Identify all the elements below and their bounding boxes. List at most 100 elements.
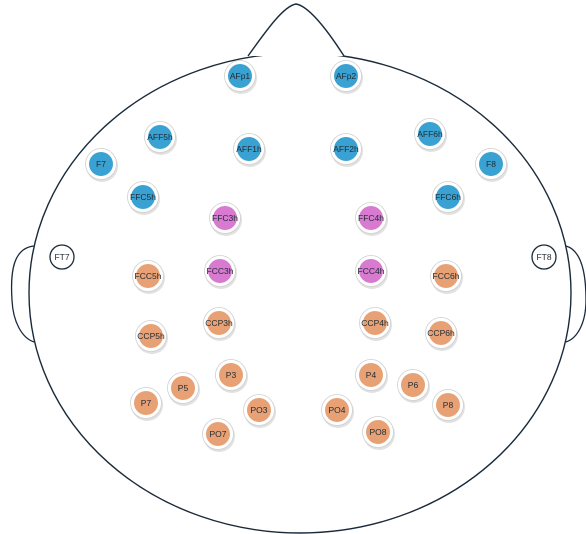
electrode-label: CCP5h	[137, 331, 165, 341]
electrode-p5: P5	[167, 372, 200, 406]
electrode-aff5h: AFF5h	[144, 121, 177, 155]
electrode-marker	[325, 398, 349, 422]
electrode-marker	[208, 259, 232, 283]
electrode-ccp6h: CCP6h	[425, 317, 458, 351]
electrode-marker	[334, 64, 358, 88]
electrode-afp2: AFp2	[330, 60, 363, 94]
electrode-marker	[228, 64, 252, 88]
electrode-marker	[171, 376, 195, 400]
electrode-label: F7	[96, 159, 106, 169]
electrode-fcc5h: FCC5h	[132, 260, 165, 294]
electrode-label: P4	[366, 370, 377, 380]
electrode-p6: P6	[397, 369, 430, 403]
electrode-marker	[479, 152, 503, 176]
electrode-marker	[366, 420, 390, 444]
electrode-marker	[219, 363, 243, 387]
electrode-label: FFC6h	[435, 192, 461, 202]
left-ear	[10, 245, 35, 343]
electrode-label: P5	[178, 383, 189, 393]
electrode-ffc3h: FFC3h	[209, 202, 242, 236]
nose	[247, 3, 345, 57]
electrode-p3: P3	[215, 359, 248, 393]
electrode-label: PO8	[369, 427, 386, 437]
electrode-label: P6	[408, 380, 419, 390]
electrode-fcc6h: FCC6h	[430, 260, 463, 294]
electrode-ccp4h: CCP4h	[359, 307, 392, 341]
electrode-label: P3	[226, 370, 237, 380]
electrode-label: FFC5h	[130, 192, 156, 202]
electrode-label: AFF1h	[236, 144, 262, 154]
electrode-marker	[247, 398, 271, 422]
electrode-label: CCP6h	[427, 328, 455, 338]
electrode-f7: F7	[85, 148, 118, 182]
electrode-marker	[49, 244, 75, 270]
electrode-aff2h: AFF2h	[330, 133, 363, 167]
electrode-marker	[359, 206, 383, 230]
electrode-label: FCC4h	[358, 266, 385, 276]
electrode-marker	[436, 185, 460, 209]
electrode-label: PO4	[328, 405, 345, 415]
electrode-marker	[148, 125, 172, 149]
electrode-label: FFC3h	[212, 213, 238, 223]
electrode-marker	[359, 259, 383, 283]
head-outline	[28, 52, 572, 534]
electrode-marker	[434, 264, 458, 288]
electrode-po7: PO7	[202, 418, 235, 452]
electrode-marker	[89, 152, 113, 176]
electrode-ffc4h: FFC4h	[355, 202, 388, 236]
electrode-po8: PO8	[362, 416, 395, 450]
electrode-po4: PO4	[321, 394, 354, 428]
electrode-marker	[401, 373, 425, 397]
electrode-label: AFp2	[336, 71, 357, 81]
electrode-marker	[213, 206, 237, 230]
electrode-ffc5h: FFC5h	[127, 181, 160, 215]
electrode-label: PO7	[209, 429, 226, 439]
electrode-label: P7	[141, 398, 152, 408]
electrode-p7: P7	[130, 387, 163, 421]
electrode-label: FCC3h	[207, 266, 234, 276]
electrode-label: PO3	[250, 405, 267, 415]
electrode-label: FFC4h	[358, 213, 384, 223]
electrode-marker	[363, 311, 387, 335]
electrode-label: FCC5h	[135, 271, 162, 281]
electrode-label: P8	[443, 400, 454, 410]
electrode-marker	[136, 264, 160, 288]
electrode-label: AFF5h	[147, 132, 173, 142]
electrode-marker	[134, 391, 158, 415]
electrode-label: FCC6h	[433, 271, 460, 281]
electrode-label: CCP4h	[361, 318, 389, 328]
electrode-po3: PO3	[243, 394, 276, 428]
electrode-ccp5h: CCP5h	[135, 320, 168, 354]
electrode-aff1h: AFF1h	[233, 133, 266, 167]
electrode-p8: P8	[432, 389, 465, 423]
electrode-label: F8	[486, 159, 496, 169]
electrode-label: AFF6h	[417, 129, 443, 139]
electrode-label: FT8	[536, 252, 551, 262]
electrode-label: AFp1	[230, 71, 251, 81]
electrode-marker	[418, 122, 442, 146]
electrode-ft8: FT8	[531, 244, 557, 270]
electrode-marker	[334, 137, 358, 161]
electrode-f8: F8	[475, 148, 508, 182]
electrode-p4: P4	[355, 359, 388, 393]
electrode-marker	[429, 321, 453, 345]
electrode-marker	[237, 137, 261, 161]
electrode-marker	[359, 363, 383, 387]
electrode-fcc4h: FCC4h	[355, 255, 388, 289]
electrode-fcc3h: FCC3h	[204, 255, 237, 289]
electrode-ffc6h: FFC6h	[432, 181, 465, 215]
electrode-aff6h: AFF6h	[414, 118, 447, 152]
electrode-label: CCP3h	[205, 318, 233, 328]
electrode-marker	[139, 324, 163, 348]
electrode-marker	[206, 422, 230, 446]
electrode-marker	[531, 244, 557, 270]
electrode-ft7: FT7	[49, 244, 75, 270]
electrode-marker	[207, 311, 231, 335]
electrode-marker	[131, 185, 155, 209]
electrode-afp1: AFp1	[224, 60, 257, 94]
electrode-label: FT7	[54, 252, 69, 262]
electrode-ccp3h: CCP3h	[203, 307, 236, 341]
